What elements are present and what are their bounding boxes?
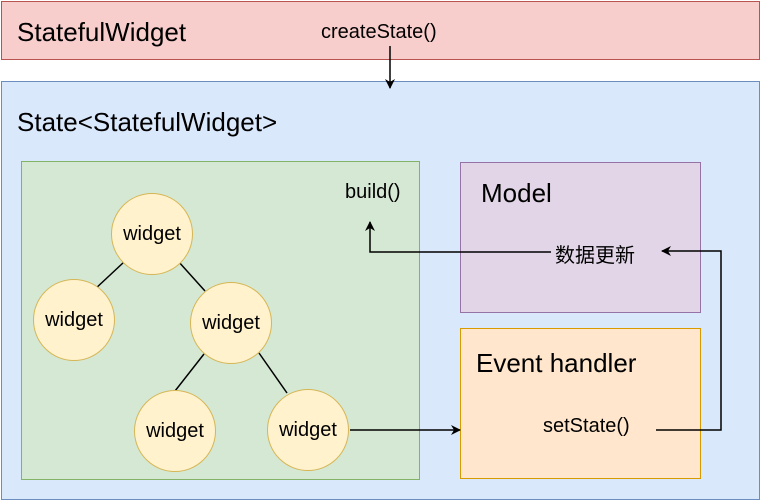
widget-node-root: widget — [111, 193, 193, 275]
widget-node-mid: widget — [190, 282, 272, 364]
model-box — [460, 162, 701, 313]
stateful-widget-title: StatefulWidget — [17, 17, 187, 47]
widget-node-bottom-left: widget — [134, 390, 216, 472]
widget-node-bottom-right: widget — [267, 389, 349, 471]
model-title: Model — [481, 178, 552, 208]
event-handler-title: Event handler — [476, 348, 637, 378]
tree-edge-root-right — [177, 260, 206, 292]
set-state-arrow — [656, 246, 722, 431]
create-state-label: createState() — [321, 21, 437, 43]
event-handler-box — [460, 328, 701, 479]
tree-edge-root-left — [93, 261, 125, 291]
tree-edge-mid-left — [174, 353, 205, 392]
tree-edge-mid-right — [258, 352, 288, 394]
rebuild-arrow — [365, 221, 551, 253]
build-label: build() — [345, 181, 401, 203]
stateful-widget-box — [1, 1, 760, 60]
data-update-label: 数据更新 — [555, 245, 635, 267]
widget-node-left: widget — [33, 279, 115, 361]
set-state-label: setState() — [543, 415, 630, 437]
state-title: State<StatefulWidget> — [17, 107, 278, 137]
